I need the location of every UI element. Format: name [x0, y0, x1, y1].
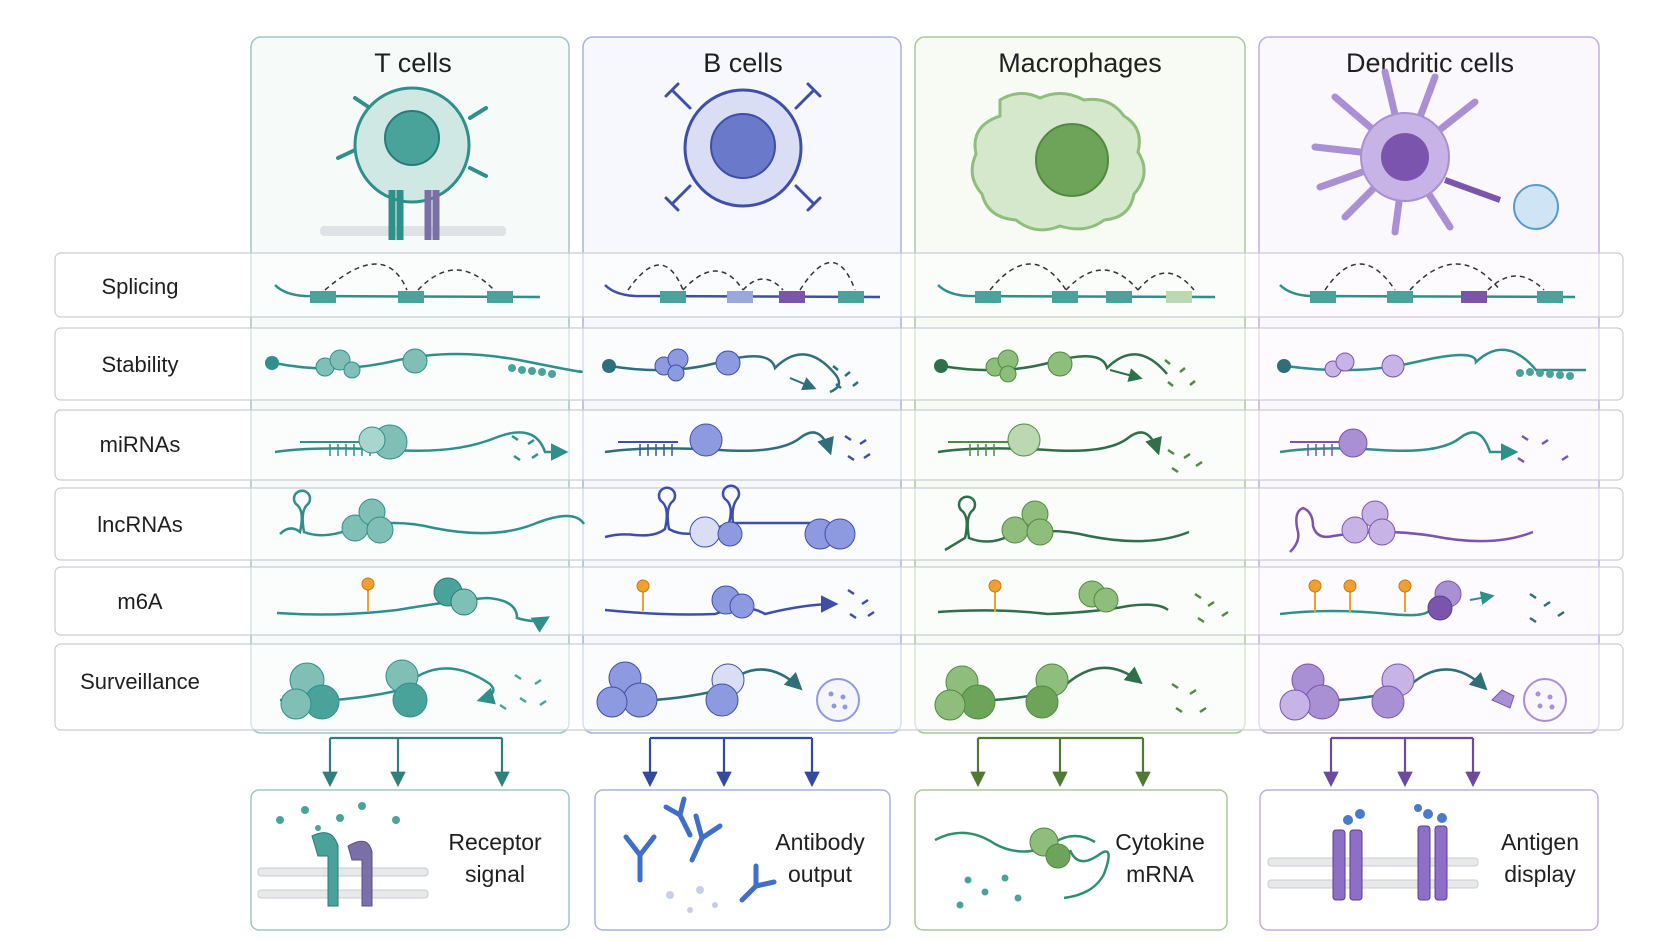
row-label-m6a: m6A	[117, 589, 163, 614]
splicing-glyphs	[274, 261, 1576, 303]
row-label-surveillance: Surveillance	[80, 669, 200, 694]
lncrna-glyph-dendritic-cells	[1289, 500, 1534, 553]
surveillance-glyphs	[279, 659, 1567, 722]
splicing-glyph-b-cells	[604, 261, 881, 303]
m6a-glyph-dendritic-cells	[1279, 579, 1565, 624]
output-box-receptor-signal: Receptor signal	[250, 789, 570, 931]
surveillance-glyph-t-cells	[279, 659, 547, 720]
output-box-antigen-display: Antigen display	[1259, 789, 1599, 931]
column-title-b-cells: B cells	[703, 48, 783, 78]
connector-macrophages	[970, 736, 1151, 788]
output-label-antibody-line1: Antibody	[775, 829, 865, 855]
mrna-strand-icon	[934, 831, 1110, 900]
surveillance-glyph-b-cells	[596, 661, 860, 722]
column-title-t-cells: T cells	[374, 48, 452, 78]
stability-glyph-b-cells	[602, 348, 859, 394]
splicing-glyph-dendritic-cells	[1279, 263, 1576, 303]
output-label-cytokine-line2: mRNA	[1126, 861, 1194, 887]
connector-b-cells	[642, 736, 820, 788]
row-label-lncrnas: lncRNAs	[97, 512, 183, 537]
membrane-icon	[257, 867, 429, 899]
row-band-mirnas	[54, 409, 1624, 481]
mirna-glyphs	[274, 423, 1569, 474]
macrophage-icon	[970, 92, 1146, 232]
lncrna-glyph-b-cells	[604, 484, 856, 550]
lncrna-glyphs	[279, 484, 1534, 553]
mirna-glyph-dendritic-cells	[1279, 428, 1569, 464]
connector-dendritic-cells	[1323, 736, 1481, 788]
output-label-receptor-line1: Receptor	[448, 829, 542, 855]
t-cell-icon	[320, 86, 506, 240]
output-label-antibody-line2: output	[788, 861, 853, 887]
mirna-glyph-t-cells	[274, 424, 569, 462]
column-title-dendritic-cells: Dendritic cells	[1346, 48, 1514, 78]
m6a-glyph-b-cells	[604, 579, 875, 620]
row-label-splicing: Splicing	[101, 274, 178, 299]
splicing-glyph-macrophages	[937, 263, 1216, 303]
mirna-glyph-macrophages	[937, 423, 1203, 474]
column-title-macrophages: Macrophages	[998, 48, 1162, 78]
output-box-cytokine-mrna: Cytokine mRNA	[914, 789, 1228, 931]
mhc-molecule-icon	[1332, 825, 1448, 901]
surveillance-glyph-dendritic-cells	[1279, 663, 1567, 722]
mirna-glyph-b-cells	[604, 423, 871, 462]
lncrna-glyph-macrophages	[944, 495, 1190, 552]
splicing-glyph-t-cells	[274, 263, 541, 303]
stability-glyph-t-cells	[265, 348, 583, 379]
dendritic-cell-icon	[1311, 68, 1559, 236]
surveillance-glyph-macrophages	[934, 663, 1207, 721]
output-boxes: Receptor signal Antibody output Cytokine…	[250, 789, 1599, 931]
b-cell-icon	[664, 82, 822, 212]
receptor-icon-2	[347, 840, 373, 907]
connector-t-cells	[322, 736, 510, 788]
m6a-glyph-macrophages	[937, 579, 1229, 624]
row-band-stability	[54, 327, 1624, 401]
stability-glyph-macrophages	[934, 349, 1196, 387]
output-label-antigen-line2: display	[1504, 861, 1576, 887]
row-band-m6a	[54, 566, 1624, 636]
connector-arrows	[322, 736, 1481, 788]
output-label-receptor-line2: signal	[465, 861, 525, 887]
m6a-glyphs	[276, 577, 1565, 633]
stability-glyphs	[265, 348, 1586, 394]
output-box-antibody-output: Antibody output	[594, 789, 891, 931]
row-band-splicing	[54, 252, 1624, 318]
row-labels: Splicing Stability miRNAs lncRNAs m6A Su…	[80, 274, 200, 694]
antibody-icon	[623, 796, 777, 903]
m6a-glyph-t-cells	[276, 577, 551, 633]
receptor-icon	[311, 832, 339, 907]
output-label-cytokine-line1: Cytokine	[1115, 829, 1204, 855]
row-label-stability: Stability	[101, 352, 178, 377]
column-titles: T cells B cells Macrophages Dendritic ce…	[374, 48, 1514, 78]
output-label-antigen-line1: Antigen	[1501, 829, 1579, 855]
stability-glyph-dendritic-cells	[1277, 348, 1586, 380]
lncrna-glyph-t-cells	[279, 489, 586, 544]
row-label-mirnas: miRNAs	[100, 432, 181, 457]
